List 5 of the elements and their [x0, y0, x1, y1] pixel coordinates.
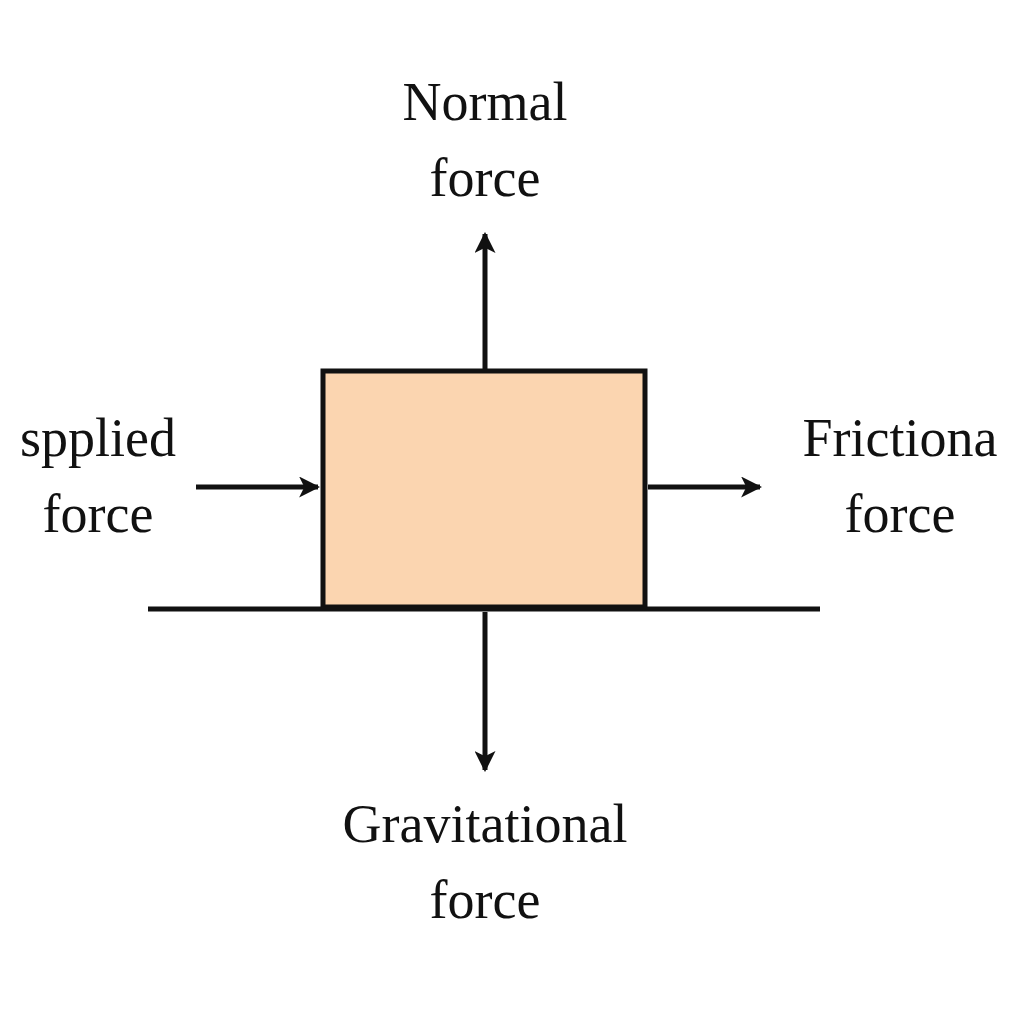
force-label: Gravitational force [342, 793, 628, 932]
force-label: Normal force [402, 71, 568, 210]
force-label: spplied force [20, 407, 176, 546]
block [320, 368, 648, 610]
force-label: Frictiona force [802, 407, 998, 546]
